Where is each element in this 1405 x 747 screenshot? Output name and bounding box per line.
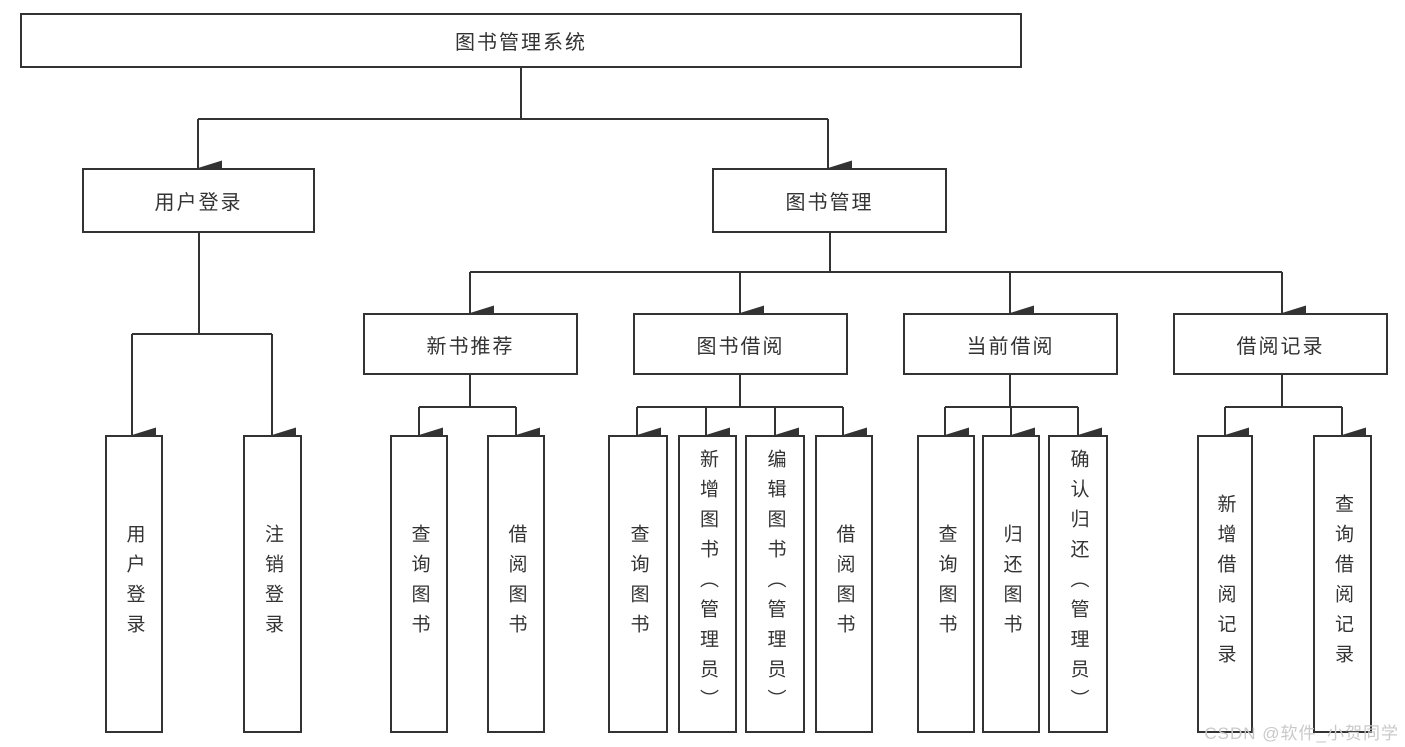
leaf-newbook-borrow-books: 借阅图书 <box>487 435 545 733</box>
leaf-current-return-books: 归还图书 <box>982 435 1040 733</box>
leaf-current-confirm-return-admin-label: 确认归还（管理员） <box>1067 449 1089 719</box>
leaf-borrow-add-books-admin-label: 新增图书（管理员） <box>697 449 718 719</box>
node-book-borrow: 图书借阅 <box>633 313 848 375</box>
leaf-borrow-borrow-books-label: 借阅图书 <box>833 524 855 644</box>
node-borrow-records-label: 借阅记录 <box>1236 335 1325 358</box>
leaf-logout-label: 注销登录 <box>262 524 283 644</box>
node-book-management: 图书管理 <box>712 168 947 233</box>
node-borrow-records: 借阅记录 <box>1173 313 1388 375</box>
leaf-borrow-edit-books-admin: 编辑图书（管理员） <box>745 435 805 733</box>
leaf-newbook-borrow-books-label: 借阅图书 <box>505 524 527 644</box>
leaf-borrow-borrow-books: 借阅图书 <box>815 435 873 733</box>
leaf-borrow-add-books-admin: 新增图书（管理员） <box>678 435 737 733</box>
leaf-borrow-edit-books-admin-label: 编辑图书（管理员） <box>764 449 786 719</box>
node-book-management-label: 图书管理 <box>785 192 874 214</box>
leaf-current-query-books-label: 查询图书 <box>935 524 957 644</box>
leaf-records-query-borrow-record: 查询借阅记录 <box>1313 435 1372 733</box>
leaf-logout: 注销登录 <box>243 435 302 733</box>
leaf-current-confirm-return-admin: 确认归还（管理员） <box>1048 435 1108 733</box>
node-user-login: 用户登录 <box>82 168 315 233</box>
leaf-user-login: 用户登录 <box>105 435 163 733</box>
leaf-records-add-borrow-record-label: 新增借阅记录 <box>1214 494 1236 674</box>
node-current-borrow: 当前借阅 <box>903 313 1118 375</box>
leaf-records-query-borrow-record-label: 查询借阅记录 <box>1332 494 1353 674</box>
leaf-records-add-borrow-record: 新增借阅记录 <box>1197 435 1253 733</box>
csdn-watermark: CSDN @软件_小贺同学 <box>1204 724 1399 743</box>
node-book-borrow-label: 图书借阅 <box>696 335 785 358</box>
node-current-borrow-label: 当前借阅 <box>966 335 1055 358</box>
leaf-newbook-query-books-label: 查询图书 <box>408 524 430 644</box>
leaf-current-return-books-label: 归还图书 <box>1000 524 1022 644</box>
node-new-book-recommend-label: 新书推荐 <box>426 335 515 358</box>
node-user-login-label: 用户登录 <box>154 192 243 214</box>
leaf-current-query-books: 查询图书 <box>917 435 975 733</box>
leaf-borrow-query-books-label: 查询图书 <box>627 524 649 644</box>
leaf-user-login-label: 用户登录 <box>123 524 145 644</box>
node-root-label: 图书管理系统 <box>455 32 587 54</box>
node-new-book-recommend: 新书推荐 <box>363 313 578 375</box>
leaf-newbook-query-books: 查询图书 <box>390 435 448 733</box>
node-root: 图书管理系统 <box>20 13 1022 68</box>
leaf-borrow-query-books: 查询图书 <box>608 435 668 733</box>
